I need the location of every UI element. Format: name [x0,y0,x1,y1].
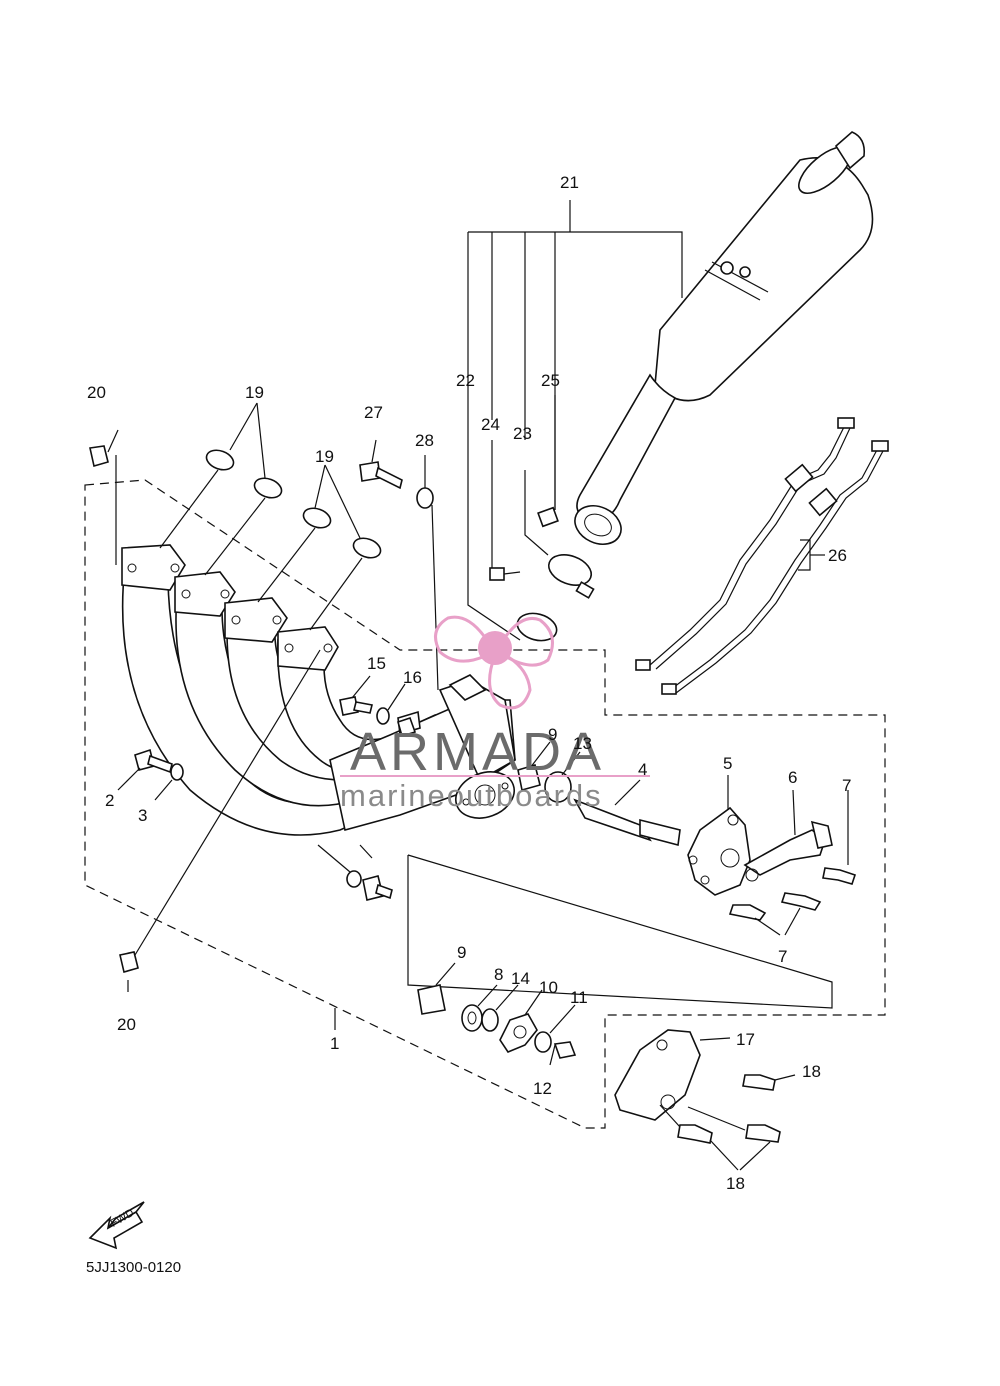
washer-11 [534,1004,576,1053]
callout-label: 9 [548,725,557,744]
watermark-subtitle: marineoutboards [340,778,603,813]
lower-bolt [317,844,393,901]
callout-label: 21 [560,173,579,192]
propeller-logo-icon [434,615,554,710]
washer-28 [416,455,439,691]
collar-9-bottom [417,962,456,1015]
callout-label: 14 [511,969,530,988]
callout-label: 10 [539,978,558,997]
callout-label: 24 [481,415,500,434]
callout-label: 17 [736,1030,755,1049]
washer-3 [154,763,184,801]
callout-label: 2 [105,791,114,810]
callout-label: 20 [87,383,106,402]
callout-label: 25 [541,371,560,390]
bolt-7-lower [728,892,822,936]
drawing-code: 5JJ1300-0120 [86,1259,181,1276]
bracket-group-outline [407,854,833,1009]
callout-label: 19 [315,447,334,466]
callout-label: 27 [364,403,383,422]
muffler [574,131,874,546]
collar-9-top [517,741,551,792]
cam-10 [499,989,543,1053]
callout-label: 22 [456,371,475,390]
collar-13 [544,751,581,803]
callout-label: 18 [726,1174,745,1193]
callout-label: 7 [842,776,851,795]
callout-label: 23 [513,424,532,443]
bolt-18 [659,1074,796,1171]
washer-16 [376,683,417,738]
callout-label: 26 [828,546,847,565]
callout-label: 9 [457,943,466,962]
exhaust-header [121,544,516,836]
callout-label: 8 [494,965,503,984]
bolt-7-right [822,790,857,885]
gaskets-19 [159,402,382,631]
cables [635,417,889,695]
callout-label: 15 [367,654,386,673]
callout-label: 1 [330,1034,339,1053]
lever-6 [743,789,833,882]
callout-label: 3 [138,806,147,825]
callout-labels: 1 2 3 4 5 6 7 7 7 8 9 9 10 11 12 13 14 1… [87,173,851,1193]
callout-21-bracket [467,200,683,641]
callout-label: 5 [723,754,732,773]
assembly-outline-header [84,479,886,1129]
shaft-4 [573,779,681,847]
callout-label: 16 [403,668,422,687]
bolt-15 [339,675,373,716]
callout-label: 13 [573,734,592,753]
bolt-27 [359,439,403,490]
callout-label: 28 [415,431,434,450]
armada-watermark: ARMADA marineoutboards [340,615,650,813]
cover-17 [614,1029,731,1121]
plate-5 [687,775,751,896]
callout-label: 11 [570,988,588,1007]
forward-arrow-icon: FWD [88,1201,145,1250]
washer-14 [481,984,519,1032]
bolt-12 [549,1041,577,1066]
callout-label: 12 [533,1079,552,1098]
callout-label: 18 [802,1062,821,1081]
nut-20-top [89,429,119,565]
callout-label: 7 [778,947,787,966]
nut-20-bottom [119,649,321,992]
callout-label: 20 [117,1015,136,1034]
callout-label: 19 [245,383,264,402]
callout-label: 6 [788,768,797,787]
callout-label: 4 [638,760,647,779]
watermark-title: ARMADA [350,722,605,782]
bolt-2 [117,748,173,791]
